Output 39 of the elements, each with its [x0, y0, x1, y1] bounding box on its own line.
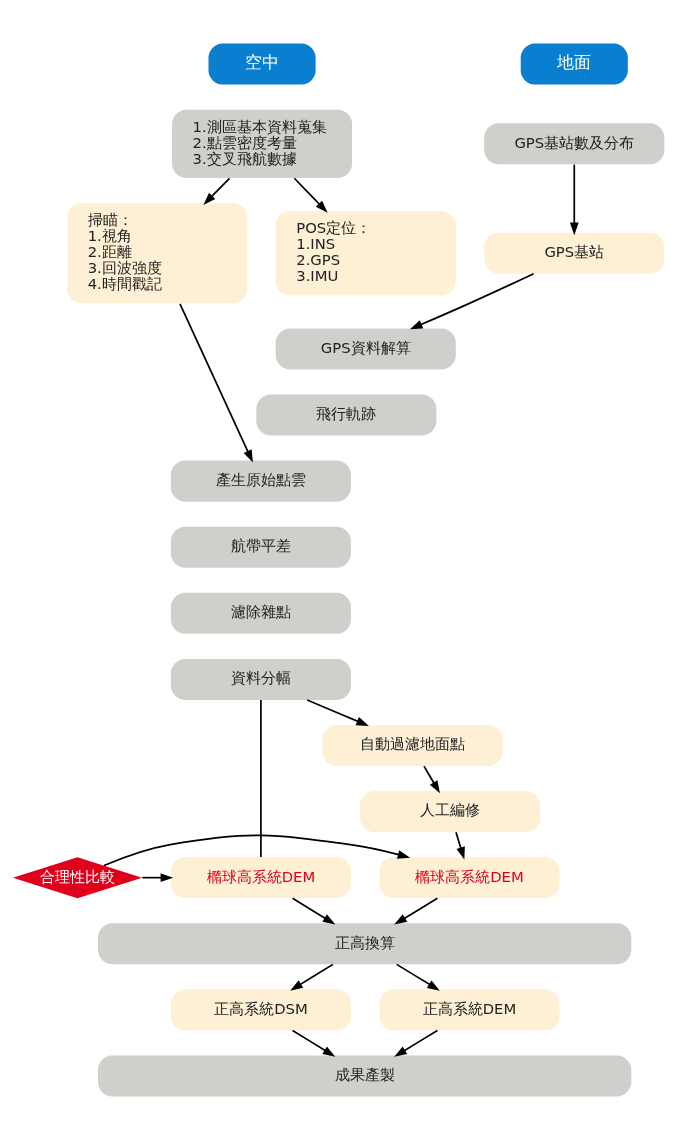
- node-diamond: 合理性比較: [12, 857, 143, 899]
- node-box: 資料分幅: [170, 658, 351, 700]
- arrow: [290, 963, 334, 991]
- node-box: POS定位： 1.INS 2.GPS 3.IMU: [275, 211, 456, 296]
- node-box: 正高換算: [97, 923, 632, 965]
- node-box: 自動過濾地面點: [322, 724, 503, 766]
- arrow: [455, 831, 465, 860]
- arrow: [410, 272, 535, 330]
- arrow: [291, 1029, 336, 1057]
- arrow: [141, 873, 174, 883]
- node-box: 成果產製: [97, 1055, 632, 1097]
- arrow: [306, 699, 369, 726]
- arrow: [394, 897, 439, 925]
- node-box: 飛行軌跡: [256, 394, 437, 436]
- node-box: 掃瞄： 1.視角 2.距離 3.回波強度 4.時間戳記: [67, 203, 248, 304]
- arrow: [291, 897, 336, 925]
- node-box: 橢球高系統DEM: [170, 857, 351, 899]
- node-box: 橢球高系統DEM: [379, 857, 560, 899]
- arrow: [103, 834, 411, 867]
- node-box: GPS基站數及分布: [484, 123, 665, 165]
- arrow: [395, 963, 440, 991]
- node-box: 濾除雜點: [170, 592, 351, 634]
- node-box: 產生原始點雲: [170, 460, 351, 502]
- node-box: GPS基站: [484, 232, 665, 274]
- node-box: 空中: [208, 43, 316, 85]
- arrow: [179, 303, 253, 463]
- arrow: [293, 177, 328, 213]
- node-box: 航帶平差: [170, 526, 351, 568]
- node-box: 人工編修: [360, 791, 541, 833]
- node-box: 地面: [520, 43, 628, 85]
- node-box: 正高系統DSM: [170, 989, 351, 1031]
- node-box: 1.測區基本資料蒐集 2.點雲密度考量 3.交叉飛航數據: [172, 109, 353, 178]
- node-box: GPS資料解算: [275, 328, 456, 370]
- arrow: [203, 177, 231, 205]
- arrow: [423, 765, 440, 794]
- arrow: [394, 1029, 439, 1057]
- arrow: [569, 163, 579, 236]
- node-box: 正高系統DEM: [379, 989, 560, 1031]
- connector: [260, 699, 262, 858]
